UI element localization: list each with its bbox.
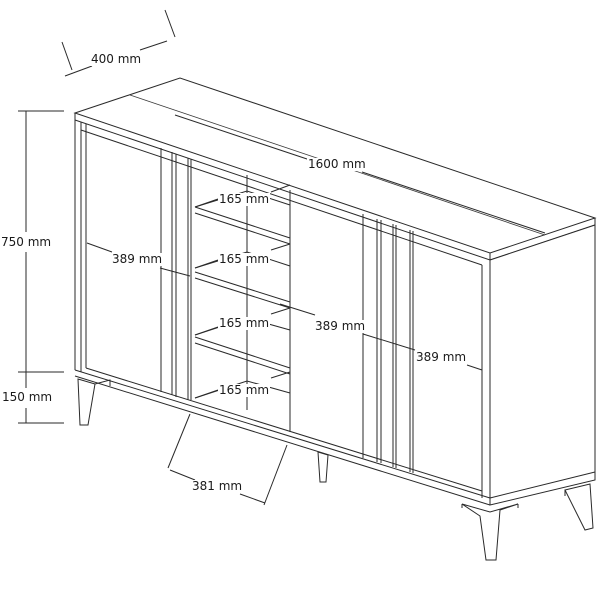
door-middle-label: 389 mm <box>314 319 367 333</box>
shelf-4-label: 165 mm <box>218 383 271 397</box>
leg-spacing-label: 381 mm <box>191 479 244 493</box>
shelf-2-label: 165 mm <box>218 252 271 266</box>
left-door <box>160 148 192 400</box>
open-shelves <box>194 175 291 432</box>
cabinet-legs <box>77 378 594 561</box>
body-height-label: 750 mm <box>0 235 53 249</box>
shelf-1-label: 165 mm <box>218 192 271 206</box>
dimension-lines <box>18 9 546 506</box>
cabinet-right-side <box>489 224 596 506</box>
cabinet-front <box>74 120 491 506</box>
width-label: 1600 mm <box>307 157 367 171</box>
shelf-3-label: 165 mm <box>218 316 271 330</box>
leg-height-label: 150 mm <box>1 390 54 404</box>
door-left-label: 389 mm <box>111 252 164 266</box>
door-right-label: 389 mm <box>415 350 468 364</box>
depth-label: 400 mm <box>90 52 143 66</box>
middle-door <box>362 214 414 473</box>
